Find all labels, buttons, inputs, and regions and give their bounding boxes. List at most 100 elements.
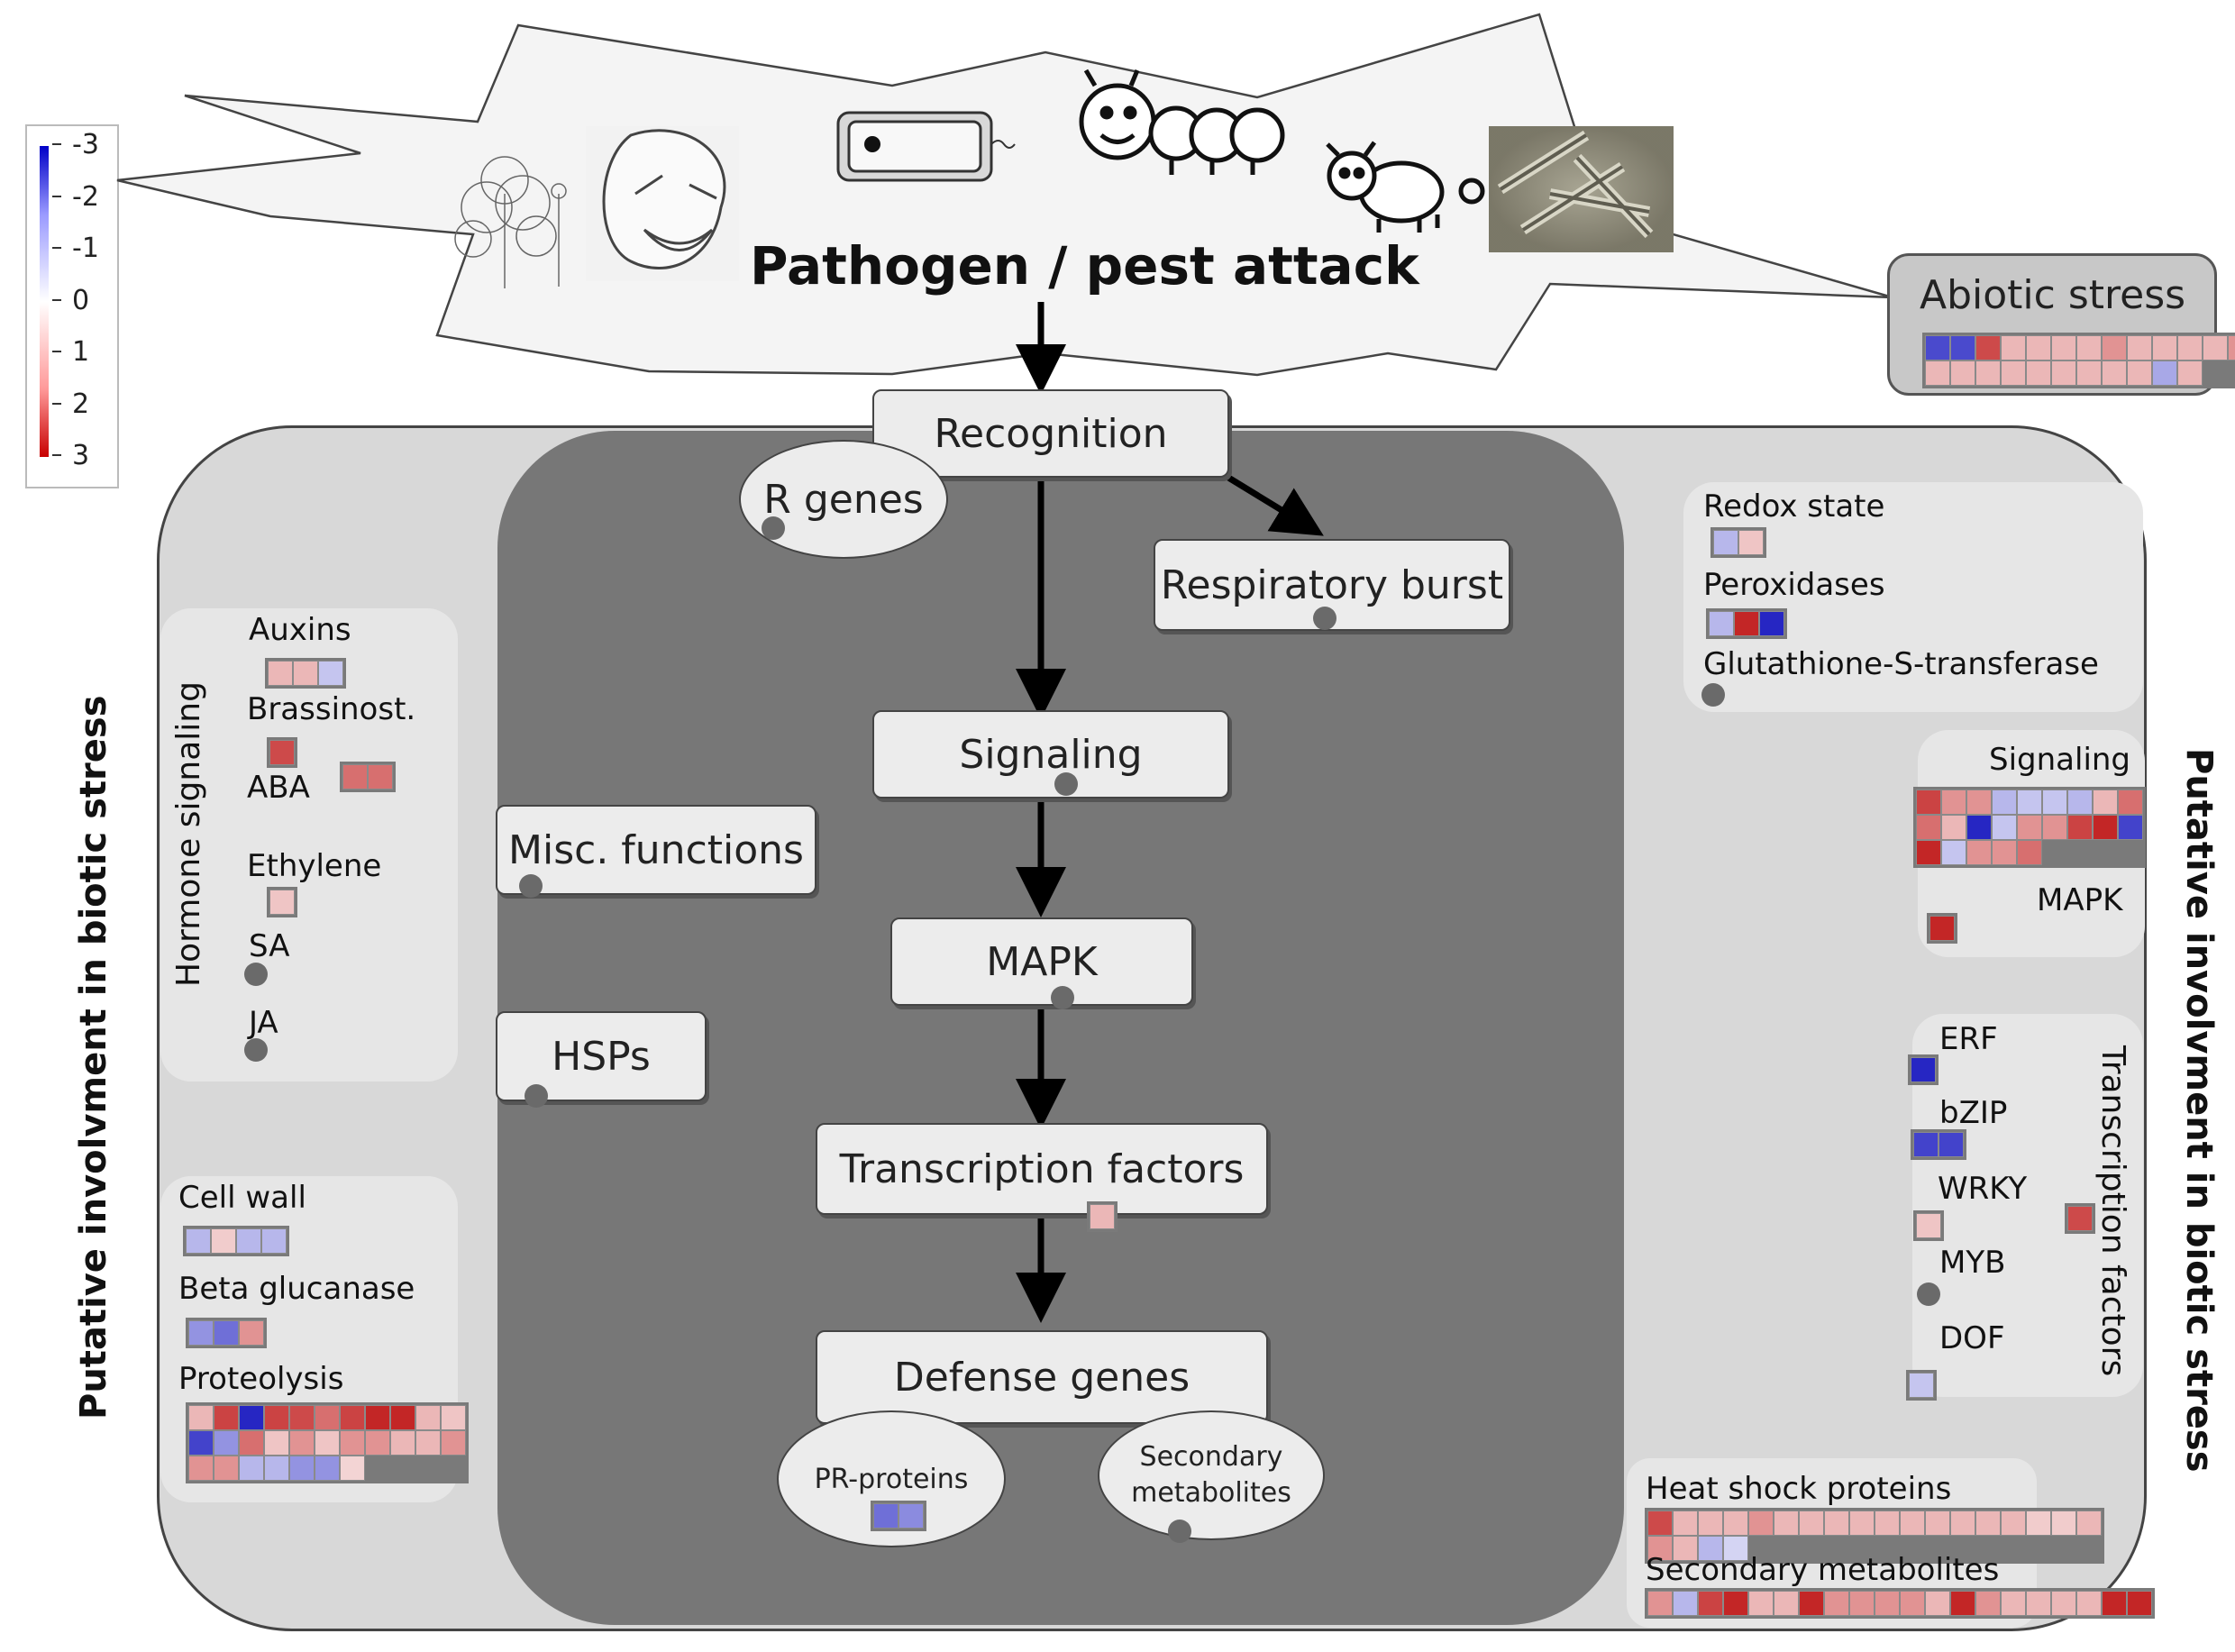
heatmap-cell — [214, 1456, 239, 1481]
heatmap-cell — [1916, 815, 1941, 840]
heat-shock-proteins-label: Heat shock proteins — [1646, 1471, 1952, 1507]
heatmap-cell — [2026, 1591, 2051, 1616]
heatmap-cell — [365, 1405, 390, 1430]
heatmap-row — [188, 1430, 466, 1456]
heatmap-cell — [2042, 815, 2067, 840]
legend-tick-label: -1 — [72, 233, 99, 264]
heatmap-cell — [188, 1320, 214, 1346]
heatmap-cell — [1992, 789, 2017, 815]
heatmap-cell — [2051, 361, 2076, 386]
heatmap-row — [1925, 335, 2235, 361]
heatmap-cell — [289, 1405, 315, 1430]
recognition-box: Recognition — [872, 389, 1229, 478]
heatmap-cell — [1925, 335, 1950, 361]
heatmap-cell — [1950, 1591, 1975, 1616]
heatmap-cell — [1950, 361, 1975, 386]
heatmap-cell — [1939, 1132, 1964, 1157]
heatmap-cell — [2118, 789, 2143, 815]
respiratory-burst-dot — [1313, 607, 1336, 630]
heatmap-cell — [261, 1228, 287, 1254]
misc-functions-dot — [519, 874, 543, 898]
cell-wall-label: Cell wall — [178, 1180, 306, 1216]
heatmap-cell — [315, 1456, 340, 1481]
heatmap-cell — [2026, 1511, 2051, 1536]
defense-genes-box: Defense genes — [816, 1330, 1268, 1424]
heatmap-cell — [1925, 1511, 1950, 1536]
heatmap-cell — [368, 764, 393, 789]
heatmap-cell — [2102, 1591, 2127, 1616]
heatmap-cell — [2093, 789, 2118, 815]
heatmap-cell — [2118, 815, 2143, 840]
heatmap-cell — [293, 661, 318, 686]
heatmap-cell — [2017, 840, 2042, 865]
heatmap-cell — [1709, 611, 1734, 636]
heatmap-cell — [1916, 840, 1941, 865]
heatmap-cell — [2127, 361, 2152, 386]
heatmap-cell — [1900, 1511, 1925, 1536]
heatmap-row — [1647, 1511, 2102, 1536]
right-mapk-label: MAPK — [2037, 882, 2123, 918]
legend-tick-label: 0 — [72, 284, 90, 316]
heatmap-cell — [2177, 335, 2203, 361]
wrky-extra-heatmap — [2065, 1203, 2095, 1234]
heatmap-row — [1929, 916, 1955, 941]
heatmap-cell — [264, 1430, 289, 1456]
heatmap-cell — [2177, 361, 2203, 386]
legend-tick-mark — [52, 195, 61, 197]
heatmap-cell — [390, 1405, 415, 1430]
heatmap-cell — [2127, 1591, 2152, 1616]
heatmap-row — [1916, 815, 2143, 840]
dof-heatmap — [1906, 1370, 1937, 1401]
r-genes-dot — [762, 516, 785, 540]
right-mapk-heatmap — [1927, 913, 1957, 944]
pr-proteins-heatmap — [871, 1501, 926, 1531]
heatmap-cell — [1966, 789, 1992, 815]
heatmap-cell — [340, 1405, 365, 1430]
tf-panel-heading: Transcription factors — [2094, 1045, 2131, 1377]
heatmap-cell — [289, 1456, 315, 1481]
virus-micrograph-image — [1489, 126, 1674, 252]
heatmap-cell — [1916, 1213, 1941, 1238]
r-genes-ellipse: R genes — [739, 440, 948, 559]
brassinost-heatmap — [267, 737, 297, 768]
heatmap-cell — [1698, 1536, 1723, 1561]
ethylene-label: Ethylene — [247, 848, 382, 884]
right-signaling-heatmap — [1913, 787, 2146, 868]
heatmap-cell — [2067, 815, 2093, 840]
heatmap-cell — [239, 1430, 264, 1456]
heatmap-cell — [365, 1430, 390, 1456]
heatmap-cell — [1950, 335, 1975, 361]
heatmap-cell — [1647, 1511, 1673, 1536]
mapk-box: MAPK — [890, 917, 1193, 1006]
auxins-heatmap — [265, 658, 346, 689]
heatmap-cell — [2001, 361, 2026, 386]
hsps-dot — [525, 1084, 548, 1108]
color-legend-bar — [40, 146, 49, 457]
heatmap-row — [1709, 611, 1784, 636]
heatmap-cell — [2067, 789, 2093, 815]
heatmap-cell — [188, 1430, 214, 1456]
heatmap-cell — [1673, 1591, 1698, 1616]
heatmap-cell — [2203, 335, 2228, 361]
heatmap-cell — [1723, 1536, 1748, 1561]
misc-functions-box: Misc. functions — [496, 805, 816, 895]
heatmap-cell — [264, 1456, 289, 1481]
secondary-metabolites-line2: metabolites — [1131, 1477, 1291, 1509]
heatmap-cell — [1799, 1591, 1824, 1616]
heatmap-cell — [214, 1320, 239, 1346]
heatmap-cell — [1941, 789, 1966, 815]
heatmap-row — [269, 740, 295, 765]
heatmap-cell — [2017, 789, 2042, 815]
heatmap-cell — [1941, 840, 1966, 865]
redox-state-heatmap — [1710, 527, 1766, 558]
wrky-heatmap — [1913, 1210, 1944, 1241]
heatmap-row — [1647, 1536, 2102, 1561]
redox-panel — [1683, 482, 2143, 712]
legend-tick-mark — [52, 143, 61, 145]
heatmap-cell — [2102, 335, 2127, 361]
heatmap-cell — [441, 1430, 466, 1456]
legend-tick-mark — [52, 454, 61, 456]
beta-glucanase-label: Beta glucanase — [178, 1271, 415, 1307]
secondary-metabolites-ellipse: Secondary metabolites — [1098, 1410, 1325, 1540]
